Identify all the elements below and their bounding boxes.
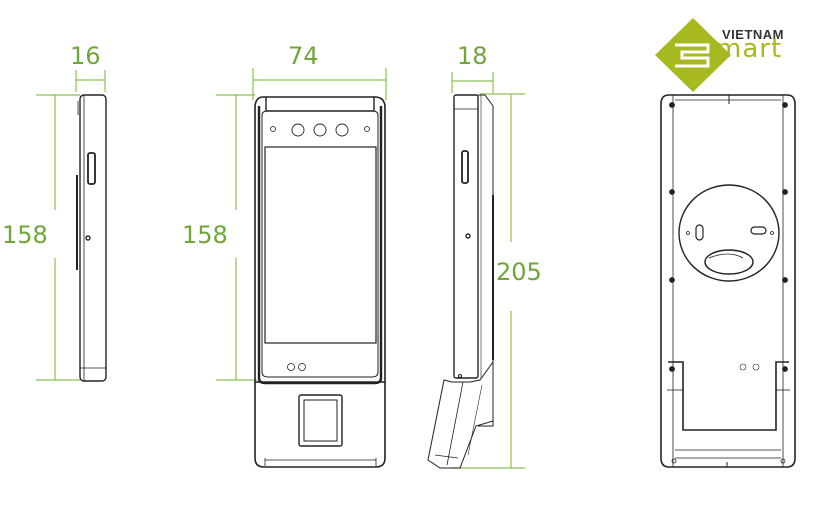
- front-view: [254, 96, 386, 468]
- logo-mark: [655, 18, 731, 92]
- side-left-height-label: 158: [2, 221, 48, 249]
- side-stand-width-label: 18: [457, 42, 488, 70]
- side-stand-height-label: 205: [496, 258, 542, 286]
- side-view-left: [76, 94, 107, 382]
- front-height-label: 158: [182, 221, 228, 249]
- front-width-label: 74: [288, 42, 319, 70]
- back-view: [660, 94, 796, 468]
- logo-text-mart: mart: [716, 34, 783, 64]
- logo-text-vietnam: VIETNAM: [722, 27, 784, 42]
- dimension-lines: [36, 68, 525, 469]
- side-view-with-stand: [427, 94, 494, 469]
- side-left-width-label: 16: [70, 42, 101, 70]
